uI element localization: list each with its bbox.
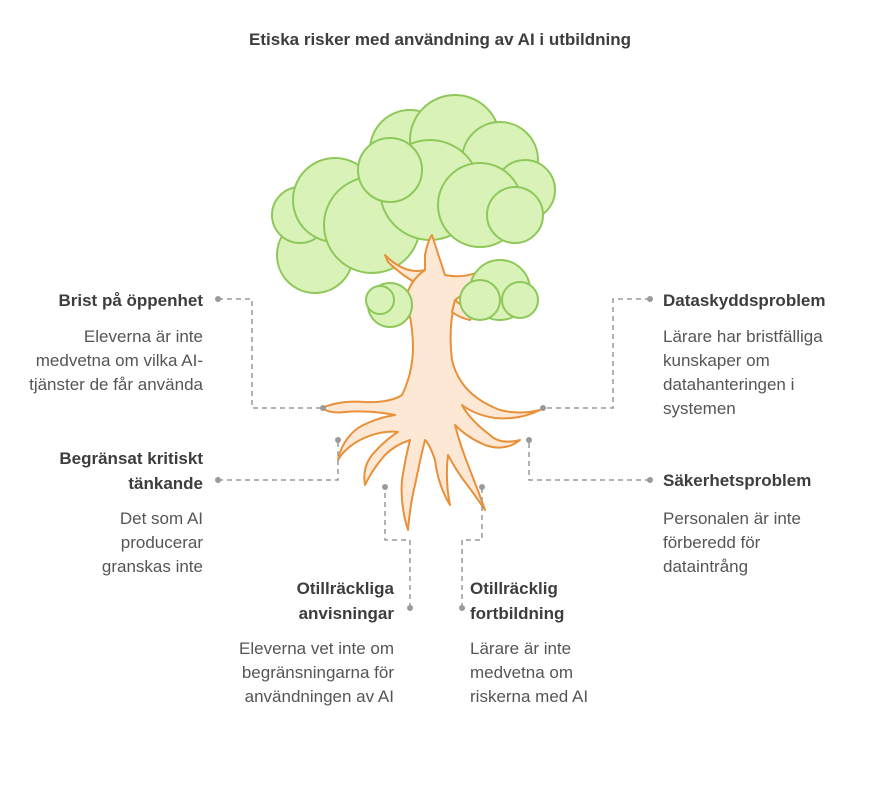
item-description-sakerhetsproblem: Personalen är inte förberedd för dataint… bbox=[663, 509, 801, 576]
connectors bbox=[218, 298, 650, 608]
tree-foliage bbox=[271, 94, 556, 294]
item-description-begransat-kritiskt-tankande: Det som AI producerar granskas inte bbox=[101, 509, 203, 576]
item-heading-otillracklig-fortbildning: Otillräcklig fortbildning bbox=[470, 579, 565, 623]
item-heading-dataskyddsproblem: Dataskyddsproblem bbox=[663, 291, 826, 310]
item-description-dataskyddsproblem: Lärare har bristfälliga kunskaper om dat… bbox=[663, 327, 823, 418]
connector-dots bbox=[215, 296, 653, 611]
diagram-title: Etiska risker med användning av AI i utb… bbox=[249, 30, 631, 49]
item-description-brist-pa-oppenhet: Eleverna är inte medvetna om vilka AI-tj… bbox=[29, 327, 203, 394]
item-description-otillrackliga-anvisningar: Eleverna vet inte om begränsningarna för… bbox=[239, 639, 394, 706]
item-heading-begransat-kritiskt-tankande: Begränsat kritiskt tänkande bbox=[59, 449, 203, 493]
item-description-otillracklig-fortbildning: Lärare är inte medvetna om riskerna med … bbox=[470, 639, 589, 706]
item-heading-sakerhetsproblem: Säkerhetsproblem bbox=[663, 471, 812, 490]
tree-foliage-lower bbox=[365, 259, 539, 328]
item-heading-brist-pa-oppenhet: Brist på öppenhet bbox=[58, 291, 203, 310]
item-heading-otillrackliga-anvisningar: Otillräckliga anvisningar bbox=[296, 579, 394, 623]
